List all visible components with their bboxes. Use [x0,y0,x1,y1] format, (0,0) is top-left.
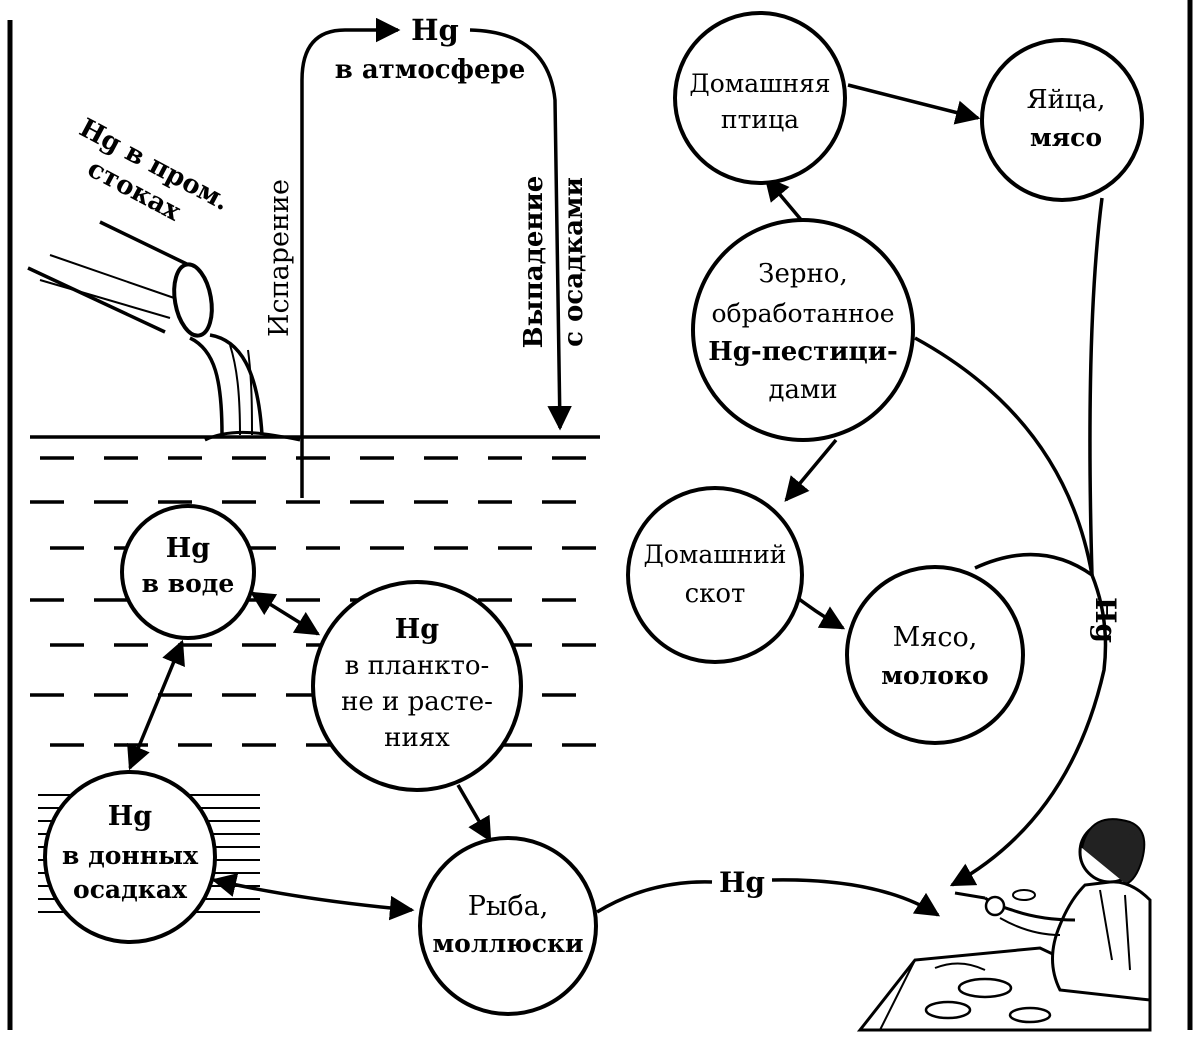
fish-human-arrow-head [771,878,941,917]
grain-to-human-line [914,336,1094,576]
atmosphere-label: в атмосфере [335,55,526,85]
precipitation-arrow [469,28,572,431]
atmosphere-hg-label: Hg [411,13,459,47]
plankton-node-line4: ниях [384,723,450,753]
poultry-node-line1: Домашняя [689,69,830,98]
grain-node-line4: дами [768,375,837,405]
water-sediment-arrow [127,639,185,771]
fish-node-line1: Рыба, [468,891,549,922]
eggs-node: Яйца, мясо [980,38,1144,202]
sediment-node-line2: в донных [62,841,199,870]
grain-livestock-arrow [784,438,838,502]
plankton-node-line3: не и расте- [341,687,493,717]
fish-human-arrow [596,880,713,914]
evaporation-label: Испарение [264,179,295,337]
evaporation-arrow [300,17,401,498]
meat-milk-node: Мясо, молоко [845,565,1025,745]
water-node: Hg в воде [120,504,256,640]
eggs-node-line2: мясо [1030,123,1102,152]
grain-node-line3: Hg-пестици- [708,337,898,367]
person-eating-icon [856,818,1152,1032]
water-node-line2: в воде [142,569,235,598]
grain-node: Зерно, обработанное Hg-пестици- дами [691,218,915,442]
livestock-node: Домашний скот [626,486,804,664]
drain-pipe-icon [27,220,301,442]
eggs-node-line1: Яйца, [1027,85,1106,115]
precipitation-label-2: с осадками [559,177,589,347]
water-node-line1: Hg [166,533,211,564]
hg-to-human-arrow [949,574,1108,887]
sediment-node-line3: осадках [73,875,188,904]
sediment-fish-arrow [211,873,415,921]
livestock-node-line1: Домашний [644,540,787,569]
fish-node-line2: моллюски [432,929,583,958]
plankton-fish-arrow [456,784,492,843]
sediment-node-line1: Hg [108,801,153,832]
water-plankton-arrow [249,591,321,636]
plankton-node-line2: в планкто- [345,651,490,681]
plankton-node-line1: Hg [395,614,440,645]
poultry-node: Домашняя птица [673,11,847,185]
plankton-node: Hg в планкто- не и расте- ниях [311,580,523,792]
poultry-node-line2: птица [721,105,799,134]
livestock-node-line2: скот [685,579,746,609]
sediment-node: Hg в донных осадках [43,770,217,944]
meat-milk-node-line2: молоко [881,661,988,690]
fish-node: Рыба, моллюски [418,836,598,1016]
eggs-to-human-line [1088,197,1104,576]
precipitation-label: Выпадение [519,176,549,349]
grain-node-line1: Зерно, [758,259,847,289]
meat-to-human-line [974,552,1094,577]
meat-milk-node-line1: Мясо, [893,622,978,653]
grain-node-line2: обработанное [711,299,894,328]
poultry-eggs-arrow [847,83,981,125]
hg-right-label: Hg [1089,597,1122,643]
hg-fish-human-label: Hg [719,866,765,899]
